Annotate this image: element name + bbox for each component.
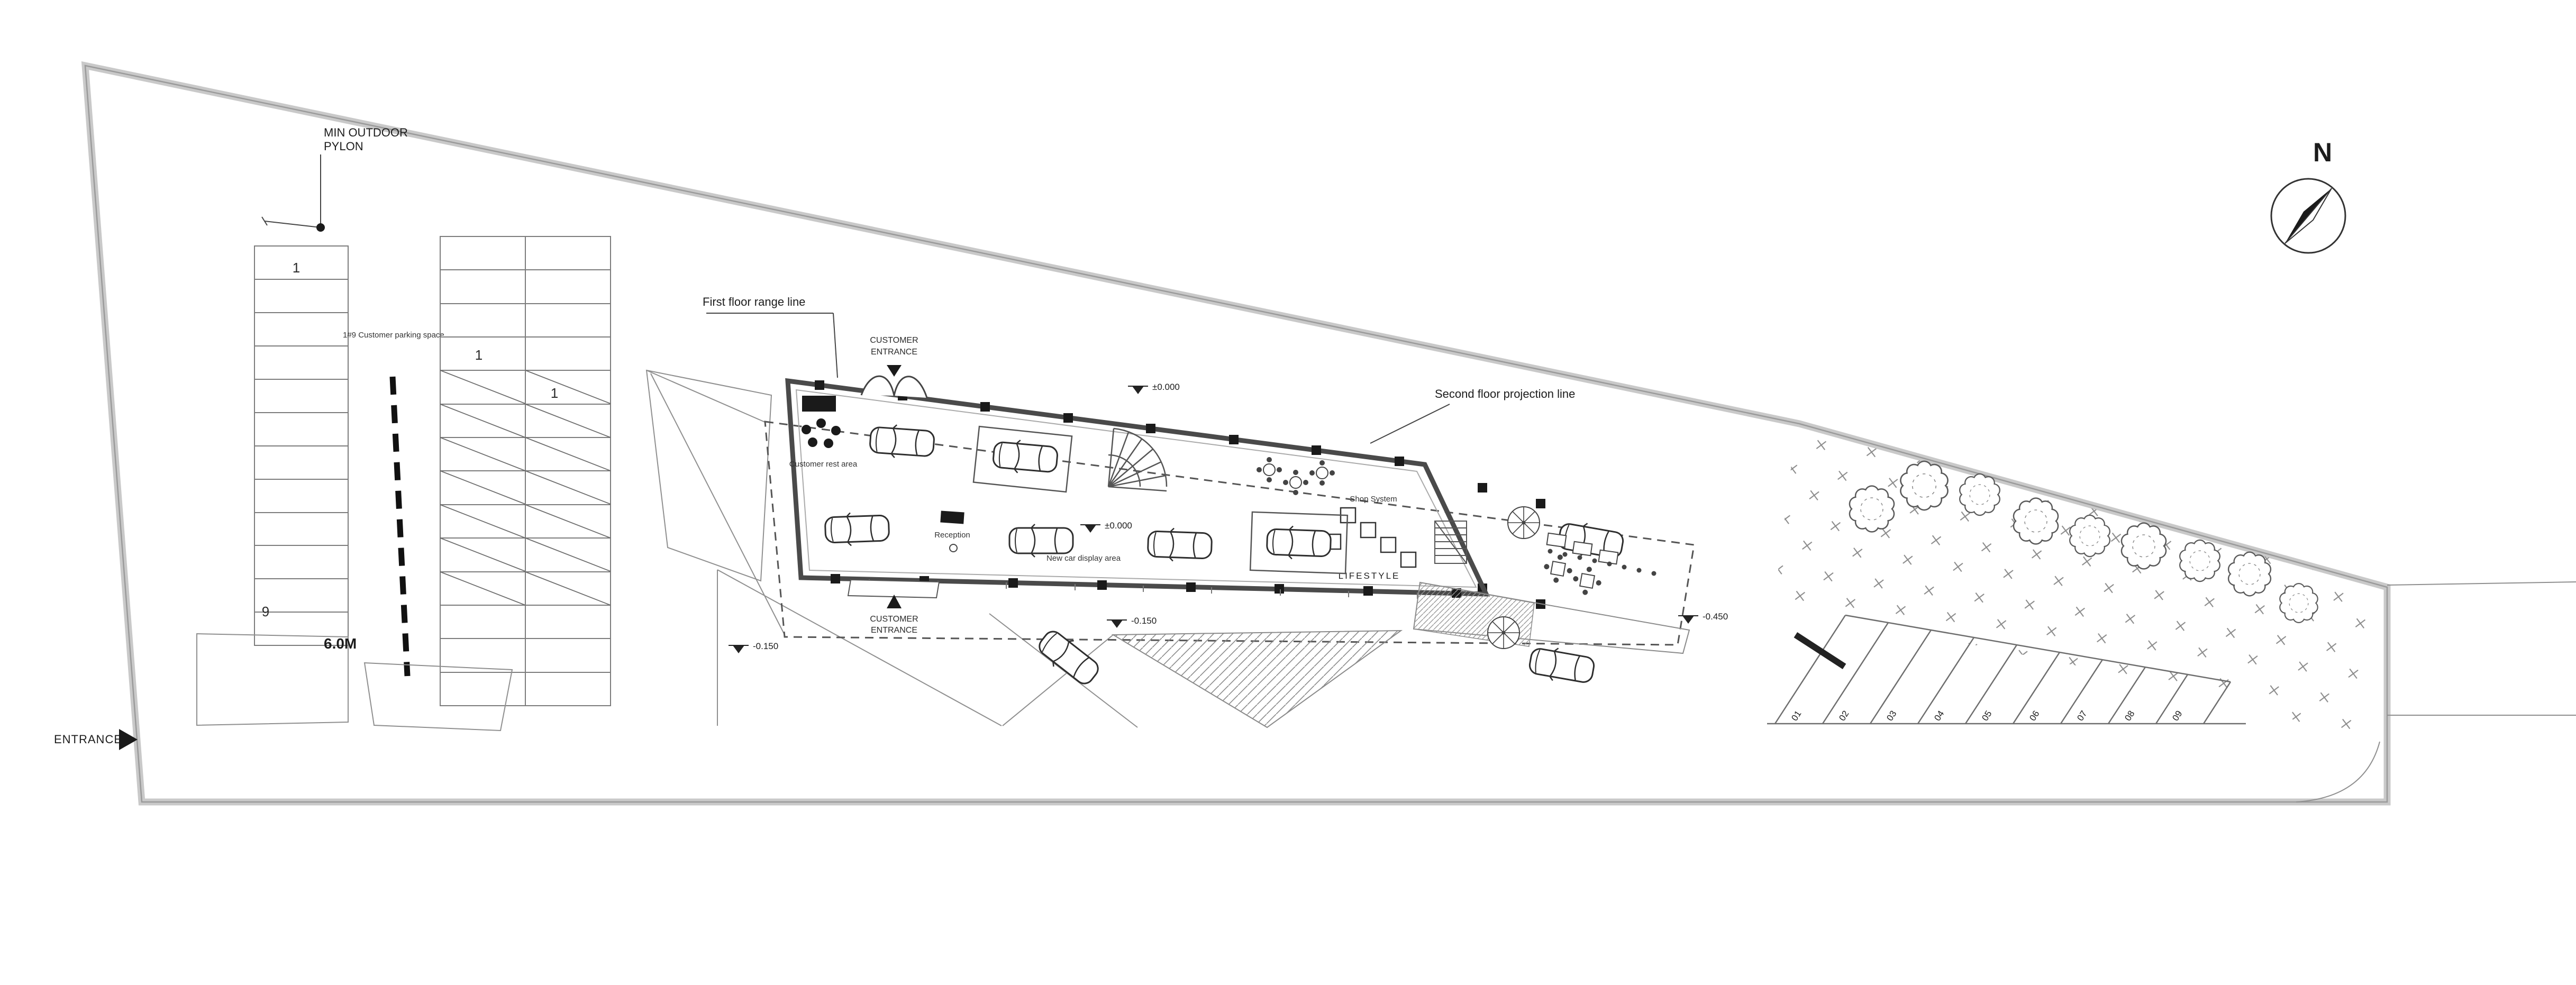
customer-entrance-top-line2: ENTRANCE — [871, 348, 917, 357]
north-arrow-icon: N — [2270, 138, 2346, 254]
road-edges — [2296, 581, 2576, 802]
outdoor-pylon-annotation: MIN OUTDOOR PYLON — [261, 126, 408, 232]
plaza-hatch-triangle — [1111, 630, 1403, 728]
shop-system-shelves — [1325, 507, 1417, 568]
customer-rest-area-label: Customer rest area — [789, 460, 858, 469]
stall-number: 03 — [1885, 709, 1898, 723]
second-floor-projection-outline: Second floor projection line — [764, 387, 1695, 646]
canopy-stall-number-a: 1 — [475, 347, 483, 363]
stall-number: 05 — [1980, 709, 1994, 723]
customer-entrance-top-line1: CUSTOMER — [870, 336, 918, 345]
pylon-marker-icon — [316, 223, 325, 232]
parking-marking — [1794, 632, 1846, 669]
angled-parking-numbers: 01 02 03 04 05 06 07 08 09 — [1789, 709, 2184, 723]
reception-label: Reception — [934, 531, 970, 540]
construction-lines — [645, 369, 1138, 728]
display-platform — [972, 425, 1073, 493]
stall-number: 04 — [1932, 709, 1946, 723]
shop-system-label: Shop System — [1350, 495, 1397, 504]
elevation-label: ±0.000 — [1152, 382, 1180, 392]
new-car-display-label: New car display area — [1046, 554, 1121, 563]
customer-rest-area: Customer rest area — [789, 396, 858, 469]
first-floor-range-label: First floor range line — [703, 295, 805, 308]
north-label: N — [2313, 138, 2332, 167]
lounge-sets — [1256, 457, 1335, 496]
showroom-building: CUSTOMER ENTRANCE CUSTOMER ENTRANCE Cust… — [785, 336, 1490, 635]
canopy-parking-structure: 1 1 — [363, 236, 611, 732]
angled-parking-stalls — [1767, 614, 2246, 725]
stall-number: 07 — [2075, 709, 2089, 723]
elevation-label: -0.150 — [1131, 616, 1157, 626]
stall-number-first: 1 — [293, 260, 300, 276]
lifestyle-label: LIFESTYLE — [1339, 571, 1400, 581]
customer-entrance-bottom-line2: ENTRANCE — [871, 626, 917, 635]
landscape-hatch-left — [196, 633, 349, 726]
pylon-label-line2: PYLON — [324, 140, 363, 153]
fan-stair — [1107, 427, 1168, 492]
entrance-label: ENTRANCE — [54, 733, 122, 746]
outdoor-terrace — [1413, 506, 1690, 654]
stall-number: 01 — [1789, 709, 1803, 723]
second-floor-projection-label: Second floor projection line — [1435, 387, 1575, 400]
display-platform — [1249, 511, 1349, 574]
pylon-label-line1: MIN OUTDOOR — [324, 126, 408, 139]
reception-area: Reception — [934, 510, 970, 552]
canopy-wall-line — [389, 376, 411, 677]
entrance-arrow-icon — [119, 729, 138, 750]
shrub-dots — [1548, 549, 1656, 576]
entrance-marker-icon — [887, 365, 902, 377]
stall-number: 06 — [2027, 709, 2041, 723]
landscape-hatch-canopy — [363, 662, 513, 732]
customer-entrance-bottom-line1: CUSTOMER — [870, 615, 918, 624]
side-stair — [1434, 521, 1467, 564]
parking-note-label: 1#9 Customer parking space — [343, 331, 444, 340]
first-floor-range-annotation: First floor range line — [703, 295, 838, 378]
customer-entrance-top: CUSTOMER ENTRANCE — [860, 336, 928, 398]
stall-number: 02 — [1837, 709, 1851, 723]
left-parking-stalls: 1 9 1#9 Customer parking space 6.0M — [196, 245, 444, 726]
elevation-label: -0.450 — [1703, 612, 1728, 622]
elevation-label: ±0.000 — [1105, 521, 1132, 531]
elevation-label: -0.150 — [753, 641, 778, 651]
stall-number: 09 — [2170, 709, 2184, 723]
canopy-stall-number-b: 1 — [551, 385, 558, 401]
site-entrance-annotation: ENTRANCE — [54, 729, 138, 750]
right-landscape: 01 02 03 04 05 06 07 08 09 — [1767, 426, 2383, 755]
site-boundary — [81, 61, 2391, 806]
stall-number: 08 — [2123, 709, 2136, 723]
customer-entrance-bottom: CUSTOMER ENTRANCE — [847, 579, 940, 635]
dimension-6m-label: 6.0M — [324, 635, 357, 652]
entrance-marker-icon — [887, 595, 902, 608]
elevation-markers: ±0.000 ±0.000 -0.150 -0.150 -0.450 — [728, 382, 1728, 654]
stall-number-last: 9 — [262, 604, 269, 619]
